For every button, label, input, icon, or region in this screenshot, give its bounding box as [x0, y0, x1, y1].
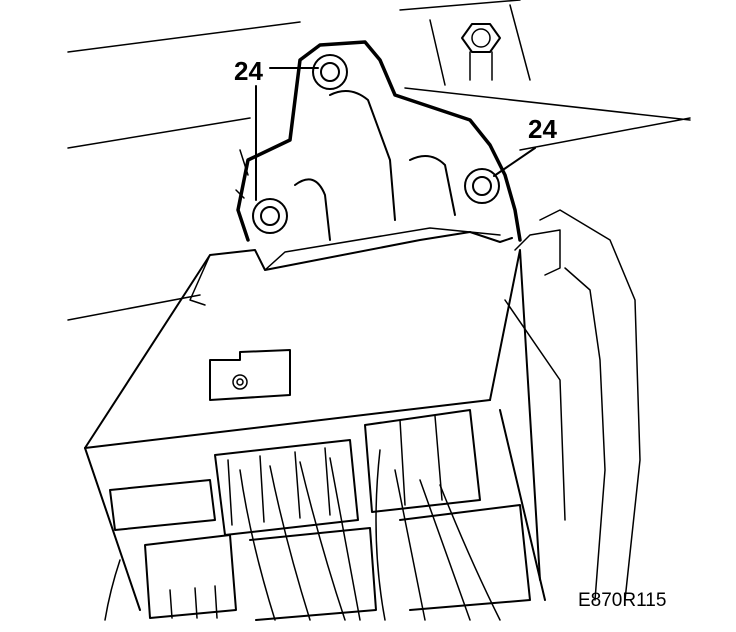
- connector-blocks: [109, 409, 531, 621]
- callout-2: 24: [493, 114, 557, 177]
- mounting-bracket: [235, 40, 522, 242]
- bolt-right: [464, 168, 500, 204]
- body-panel-lines: [67, 0, 691, 321]
- callout-1: 24: [234, 56, 319, 201]
- bolt-left: [252, 198, 288, 234]
- figure-code: E870R115: [578, 590, 666, 611]
- hex-nut: [461, 23, 501, 81]
- wiring-harness: [104, 449, 501, 621]
- relay-box: [84, 209, 641, 611]
- callout-label-1: 24: [234, 56, 263, 86]
- callout-label-2: 24: [528, 114, 557, 144]
- bolt-top: [312, 54, 348, 90]
